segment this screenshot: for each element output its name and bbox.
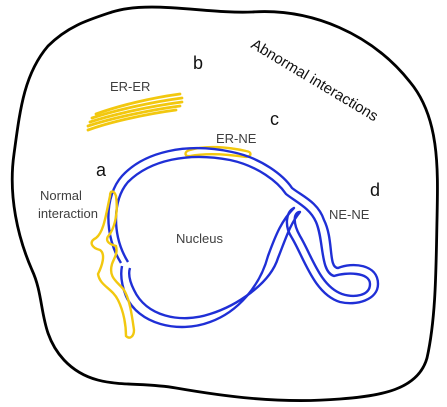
normal-er-contact <box>92 192 134 338</box>
nuclear-envelope-inner <box>116 157 370 318</box>
label-er-ne: ER-NE <box>216 131 257 146</box>
label-b: b <box>193 53 203 73</box>
nuclear-envelope-outer <box>108 148 378 327</box>
label-ne-ne: NE-NE <box>329 207 370 222</box>
er-er-stack <box>88 94 182 130</box>
label-nucleus: Nucleus <box>176 231 223 246</box>
label-d: d <box>370 180 380 200</box>
label-abnormal-interactions: Abnormal interactions <box>248 36 381 125</box>
label-er-er: ER-ER <box>110 79 150 94</box>
label-normal-line2: interaction <box>38 206 98 221</box>
label-a: a <box>96 160 107 180</box>
label-normal-line1: Normal <box>40 188 82 203</box>
cell-membrane-outline <box>12 7 437 400</box>
nuclear-envelope <box>108 148 378 327</box>
label-c: c <box>270 109 279 129</box>
